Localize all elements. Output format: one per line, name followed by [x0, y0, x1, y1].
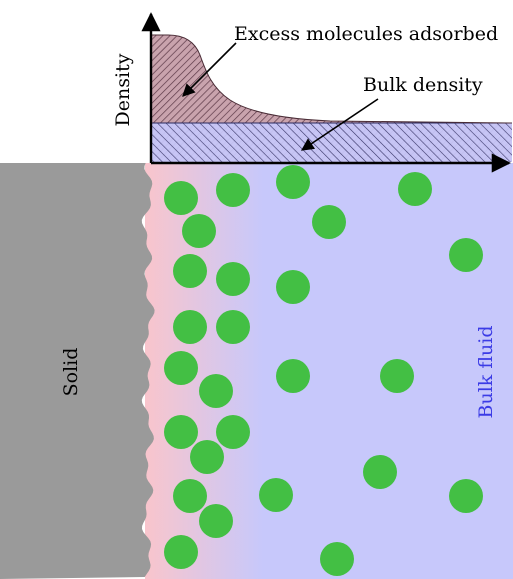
excess-label: Excess molecules adsorbed: [234, 23, 498, 45]
bulk-density-area: [152, 123, 512, 162]
molecule: [199, 374, 233, 408]
density-axis-label: Density: [112, 53, 134, 126]
molecule: [182, 214, 216, 248]
molecule: [164, 351, 198, 385]
solid-label: Solid: [60, 348, 82, 397]
molecule: [363, 455, 397, 489]
bulk-density-arrow: [300, 98, 379, 151]
molecule: [259, 478, 293, 512]
molecule: [380, 359, 414, 393]
bulk-fluid-label: Bulk fluid: [475, 326, 497, 419]
molecule: [312, 205, 346, 239]
molecule: [173, 310, 207, 344]
molecule: [173, 254, 207, 288]
molecule: [449, 479, 483, 513]
molecule: [164, 535, 198, 569]
molecule: [216, 415, 250, 449]
molecule: [216, 173, 250, 207]
molecule: [216, 262, 250, 296]
molecule: [276, 270, 310, 304]
molecule: [449, 238, 483, 272]
molecule: [199, 504, 233, 538]
molecule: [164, 181, 198, 215]
bulk-density-label: Bulk density: [363, 74, 483, 96]
molecules: [164, 165, 483, 576]
molecule: [216, 310, 250, 344]
molecule: [276, 165, 310, 199]
molecule: [276, 359, 310, 393]
excess-arrow: [182, 42, 237, 97]
solid-region: [0, 163, 155, 579]
molecule: [173, 479, 207, 513]
excess-profile-curve: [152, 34, 513, 124]
molecule: [190, 440, 224, 474]
molecule: [164, 415, 198, 449]
molecule: [320, 542, 354, 576]
molecule: [398, 172, 432, 206]
